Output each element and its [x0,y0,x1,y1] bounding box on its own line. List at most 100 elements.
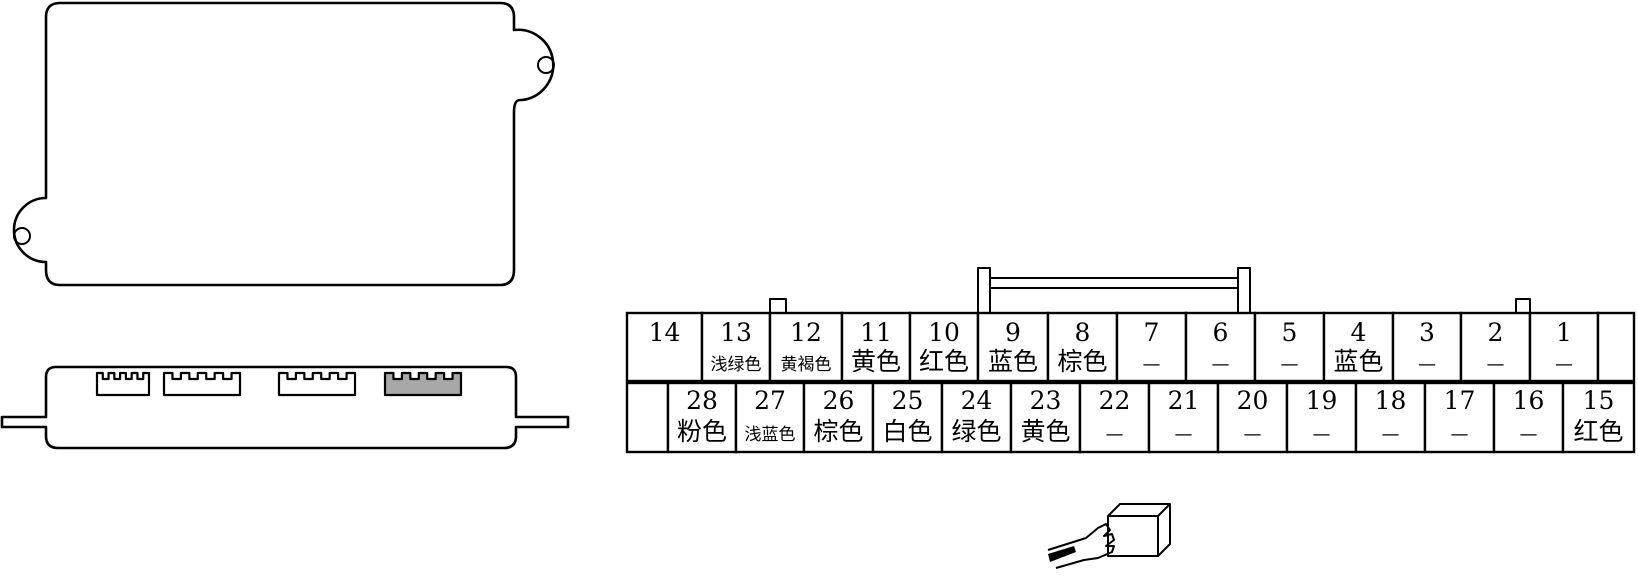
pin-wire-color: 棕色 [1057,347,1107,376]
pin-wire-color: 蓝色 [988,347,1038,376]
pin-wire-color: — [1106,424,1124,445]
pin-number: 21 [1168,386,1200,415]
pin-wire-color: 棕色 [813,417,863,446]
pin-13: 13 浅绿色 [700,311,772,383]
pin-16: 16 — [1492,381,1565,454]
hand-pushing-connector-icon [1047,503,1171,569]
pin-number: 20 [1237,386,1269,415]
pin-8: 8棕色 [1046,311,1119,383]
pin-17: 17 — [1423,381,1496,454]
pin-number: 22 [1099,386,1131,415]
connector-key-left [769,298,787,313]
pin-number: 23 [1030,386,1062,415]
pin-wire-color: — [1313,424,1331,445]
pin-number: 1 [1556,318,1572,347]
pin-wire-color: 绿色 [951,417,1001,446]
module-outline [12,1,555,287]
mounting-hole-left [13,227,31,245]
pin-7: 7— [1115,311,1188,383]
side-port-4 [383,371,463,397]
pin-wire-color: 黄色 [1020,417,1070,446]
pin-number: 25 [892,386,924,415]
pin-wire-color: 浅蓝色 [745,425,796,445]
pin-14: 14 [625,311,704,383]
module-top-view [12,1,555,287]
pin-3: 3— [1391,311,1463,383]
pin-wire-color: 红色 [1573,417,1623,446]
pin-wire-color: 黄色 [851,347,901,376]
side-port-3 [277,371,357,397]
pin-wire-color: 红色 [919,347,969,376]
pin-27: 27 浅蓝色 [734,381,806,454]
pin-number: 15 [1583,386,1615,415]
pin-wire-color: 白色 [882,417,932,446]
bottom-row-spare-left [625,381,670,454]
pin-wire-color: — [1487,354,1505,375]
pin-number: 28 [686,386,718,415]
pin-number: 10 [928,318,960,347]
pin-wire-color: — [1244,424,1262,445]
side-port-2 [162,371,242,397]
pin-wire-color: — [1143,354,1161,375]
pin-5: 5— [1253,311,1326,383]
pin-20: 20 — [1216,381,1289,454]
mounting-hole-right [537,56,555,74]
pin-22: 22 — [1078,381,1151,454]
pin-number: 8 [1075,318,1091,347]
pin-number: 3 [1419,318,1435,347]
pin-wire-color: — [1212,354,1230,375]
pin-wire-color: — [1281,354,1299,375]
pin-21: 21 — [1147,381,1220,454]
connector-key-right [1515,298,1531,313]
module-side-view [0,365,570,450]
pin-wire-color: — [1555,354,1573,375]
pin-18: 18 — [1354,381,1427,454]
pin-wire-color: 蓝色 [1333,347,1383,376]
pin-4: 4蓝色 [1322,311,1395,383]
pin-1: 1— [1528,311,1600,383]
pin-wire-color: 粉色 [677,417,727,446]
pin-number: 27 [754,386,786,415]
pin-number: 12 [790,318,822,347]
pin-wire-color: 浅绿色 [711,355,762,375]
pin-number: 16 [1513,386,1545,415]
pin-number: 11 [860,318,892,347]
pin-2: 2— [1459,311,1532,383]
pin-number: 18 [1375,386,1407,415]
pin-number: 7 [1144,318,1160,347]
connector-bottom-row: 28粉色27浅蓝色26棕色25白色24绿色23黄色22—21—20—19—18—… [625,381,1636,454]
pin-wire-color: — [1418,354,1436,375]
top-row-spare-right [1596,311,1636,383]
pin-number: 9 [1005,318,1021,347]
pin-wire-color: — [1451,424,1469,445]
pin-number: 2 [1488,318,1504,347]
pin-9: 9蓝色 [976,311,1050,383]
pin-wire-color: — [1382,424,1400,445]
side-port-1 [95,371,151,397]
pin-number: 13 [720,318,752,347]
pin-wire-color: — [1175,424,1193,445]
connector-latch [977,267,1251,313]
pin-number: 24 [961,386,993,415]
pin-number: 5 [1282,318,1298,347]
pin-number: 26 [823,386,855,415]
pin-number: 6 [1213,318,1229,347]
pin-number: 17 [1444,386,1476,415]
pin-6: 6— [1184,311,1257,383]
pin-number: 19 [1306,386,1338,415]
pin-wire-color: — [1520,424,1538,445]
module-side-outline [0,365,570,450]
pin-number: 14 [649,318,681,347]
